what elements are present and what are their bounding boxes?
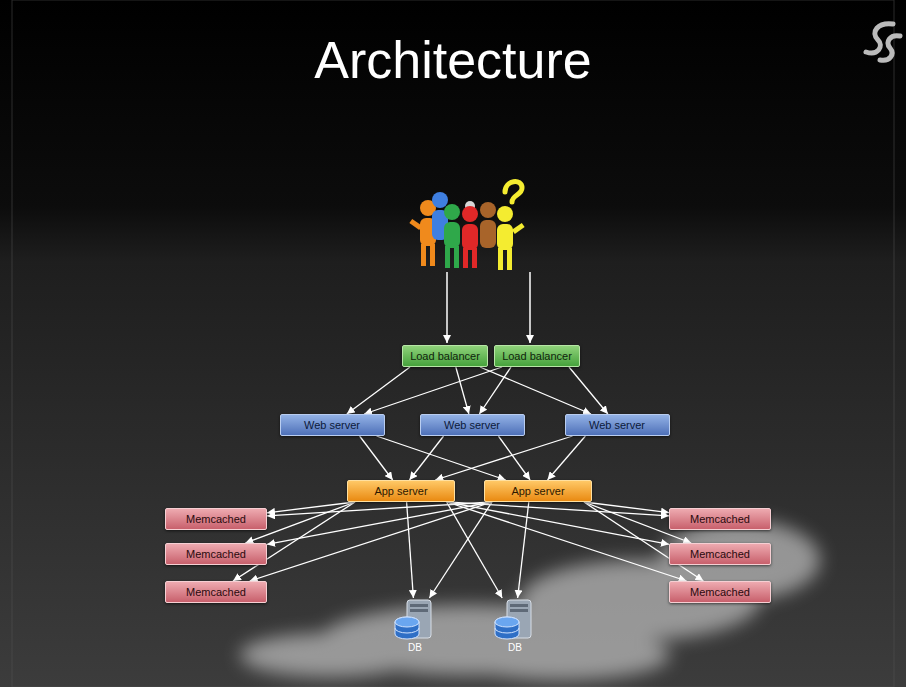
connector-arrow: [364, 367, 502, 414]
memcached-box: Memcached: [669, 543, 771, 565]
connector-arrow: [479, 367, 511, 414]
slide-title: Architecture: [0, 28, 906, 92]
node-label: Memcached: [186, 548, 246, 560]
web-server-box: Web server: [565, 414, 670, 436]
connector-arrow: [250, 502, 492, 581]
app-server-box: App server: [484, 480, 592, 502]
node-label: Web server: [304, 419, 360, 431]
logo-mark: [866, 24, 900, 61]
node-label: Memcached: [690, 586, 750, 598]
node-label: Memcached: [690, 513, 750, 525]
node-label: Load balancer: [410, 350, 480, 362]
node-label: Memcached: [186, 586, 246, 598]
node-label: Web server: [444, 419, 500, 431]
connector-arrow: [410, 436, 444, 480]
memcached-box: Memcached: [669, 508, 771, 530]
connector-arrow: [360, 436, 393, 480]
connector-arrow: [435, 436, 572, 480]
connector-arrow: [447, 502, 503, 598]
memcached-box: Memcached: [165, 508, 267, 530]
load-balancer-box: Load balancer: [402, 345, 488, 367]
connector-arrow: [548, 436, 586, 480]
memcached-box: Memcached: [669, 581, 771, 603]
connector-arrow: [456, 367, 469, 414]
connector-arrow: [377, 436, 506, 480]
node-label: Memcached: [690, 548, 750, 560]
users-illustration: [409, 182, 530, 343]
node-label: Load balancer: [502, 350, 572, 362]
web-server-box: Web server: [280, 414, 385, 436]
connector-arrow: [447, 502, 687, 581]
web-server-box: Web server: [420, 414, 525, 436]
database-icon: [393, 598, 437, 642]
app-server-box: App server: [347, 480, 455, 502]
connector-arrow: [569, 367, 608, 414]
connector-arrow: [347, 367, 410, 414]
node-label: Web server: [589, 419, 645, 431]
database-node: DB: [385, 598, 445, 654]
memcached-box: Memcached: [165, 543, 267, 565]
node-label: App server: [511, 485, 564, 497]
node-label: Memcached: [186, 513, 246, 525]
database-node: DB: [485, 598, 545, 654]
node-label: DB: [485, 642, 545, 654]
node-label: App server: [374, 485, 427, 497]
node-label: DB: [385, 642, 445, 654]
connector-arrow: [429, 502, 492, 598]
connector-arrow: [518, 502, 529, 598]
load-balancer-box: Load balancer: [494, 345, 580, 367]
memcached-box: Memcached: [165, 581, 267, 603]
database-icon: [493, 598, 537, 642]
